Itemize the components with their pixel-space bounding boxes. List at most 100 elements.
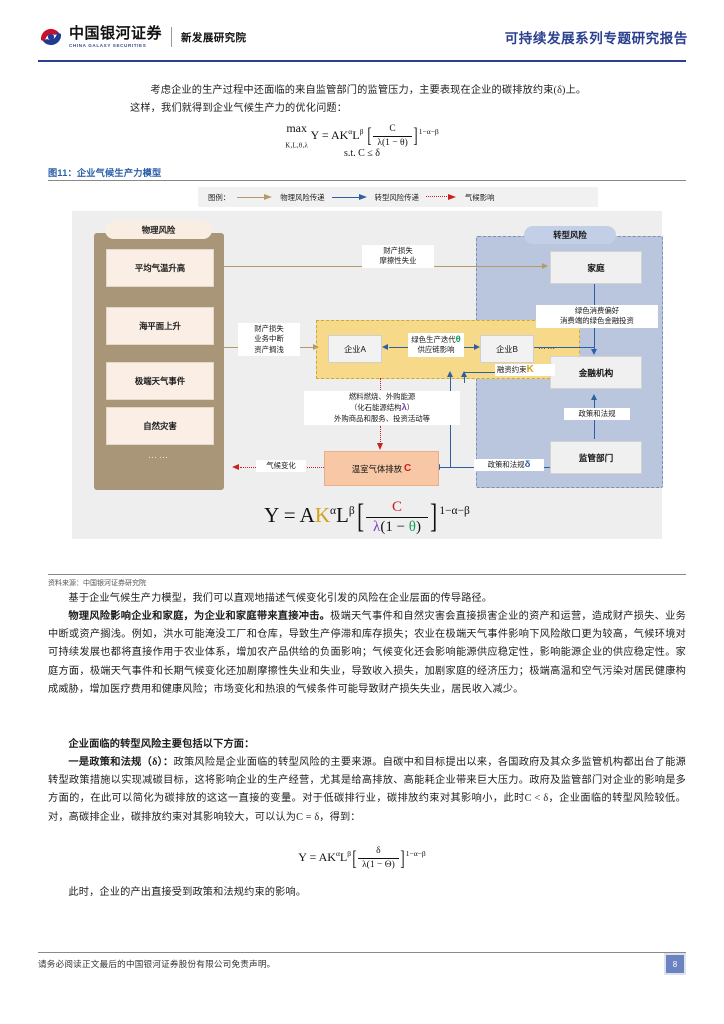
legend-item-climate: 气候影响 — [464, 192, 495, 202]
edge-firm-to-emission-upper — [380, 378, 381, 398]
brand-sub-name: 新发展研究院 — [181, 31, 247, 44]
edge-label-financing-constraint: 融资约束K — [495, 364, 555, 377]
firm-label-line3: 资产搁浅 — [254, 344, 284, 354]
report-series-title: 可持续发展系列专题研究报告 — [504, 31, 688, 46]
denominator: λ(1 − θ) — [373, 137, 411, 149]
green-pref-line2: 消费端的绿色金融投资 — [560, 316, 634, 326]
hh-label-line1: 财产损失 — [383, 246, 413, 255]
edge-label-household-impact: 财产损失 摩擦性失业 — [362, 245, 434, 268]
formula-lhs: Y = AK — [310, 127, 349, 142]
bf-den-close: ) — [391, 859, 395, 870]
body-paragraph-4: 一是政策和法规（δ）：政策风险是企业面临的转型风险的主要来源。自碳中和目标提出以… — [48, 754, 686, 827]
alpha-exp: α — [348, 126, 353, 136]
arrowhead-firm-a — [313, 343, 319, 350]
edge-household-to-firm-b — [516, 347, 594, 349]
figure-legend: 图例： 物理风险传递 转型风险传递 气候影响 — [198, 187, 598, 207]
constraint-formula: s.t. C ≤ δ — [343, 148, 381, 159]
arrowhead-firm-a-green — [382, 343, 388, 350]
financing-var-k: K — [526, 364, 534, 375]
body-paragraph-5: 此时，企业的产出直接受到政策和法规约束的影响。 — [48, 884, 686, 902]
formula-left-bracket: [ — [356, 498, 364, 536]
firm-a-box: 企业A — [328, 335, 382, 363]
edge-green-to-firm-a — [389, 347, 417, 349]
formula-beta: β — [348, 505, 355, 518]
edge-climate-to-physical — [240, 467, 256, 468]
body-paragraph-1: 基于企业气候生产力模型，我们可以直观地描述气候变化引发的风险在企业层面的传导路径… — [48, 590, 686, 608]
edge-label-firm-impact: 财产损失 业务中断 资产搁浅 — [238, 323, 300, 357]
formula-right-bracket: ] — [430, 498, 438, 536]
physical-risk-item-natural-disaster: 自然灾害 — [106, 407, 214, 445]
bf-denominator: λ(1 − Θ) — [358, 859, 399, 871]
hh-label-line2: 摩擦性失业 — [379, 256, 417, 266]
firm-b-box: 企业B — [480, 335, 534, 363]
edge-label-policy-financial: 政策和法规 — [564, 408, 630, 421]
body-p3-text: 企业面临的转型风险主要包括以下方面： — [68, 739, 255, 750]
diagram-canvas: 物理风险 平均气温升高 海平面上升 极端天气事件 自然灾害 …… 转型风险 家庭… — [72, 211, 663, 539]
edge-label-green-production: 绿色生产迭代θ 供应链影响 — [408, 333, 464, 357]
edge-label-green-preference: 绿色消费偏好 消费端的绿色金融投资 — [536, 305, 658, 328]
emission-lambda-var: λ — [401, 401, 407, 413]
body-p1-text: 基于企业气候生产力模型，我们可以直观地描述气候变化引发的风险在企业层面的传导路径… — [68, 593, 493, 604]
arrowhead-financial-inst — [590, 349, 597, 355]
edge-label-policy-firm: 政策和法规δ — [474, 459, 544, 472]
firm-ellipsis: …… — [538, 342, 556, 351]
body-paragraph-3: 企业面临的转型风险主要包括以下方面： — [48, 736, 686, 754]
edge-k-riser-seg — [464, 377, 466, 383]
formula-lambda: λ — [373, 518, 381, 535]
bf-left-bracket: [ — [352, 845, 357, 870]
green-pref-line1: 绿色消费偏好 — [574, 306, 620, 315]
formula-theta: θ — [408, 518, 416, 535]
brand-logo: 中国银河证券 CHINA GALAXY SECURITIES 新发展研究院 — [38, 24, 246, 50]
body-p5-text: 此时，企业的产出直接受到政策和法规约束的影响。 — [68, 887, 307, 898]
figure-top-rule — [48, 180, 686, 181]
transition-box-household: 家庭 — [550, 251, 642, 284]
brand-divider — [171, 27, 173, 47]
formula-den-close: ) — [415, 518, 421, 535]
figure-title: 图11：企业气候生产力模型 — [48, 168, 162, 178]
physical-risk-tag: 物理风险 — [105, 221, 212, 239]
arrowhead-firm-b-green — [474, 343, 480, 350]
labor-var: L — [352, 127, 360, 142]
formula-main-lhs: Y = A — [264, 503, 315, 528]
physical-risk-item-sealevel: 海平面上升 — [106, 307, 214, 345]
arrowhead-household — [542, 262, 548, 269]
financing-label: 融资约束 — [497, 365, 527, 374]
edge-constraint-left — [478, 372, 496, 374]
green-theta-var: θ — [455, 333, 461, 344]
firm-label-line2: 业务中断 — [254, 334, 284, 344]
brand-name-cn: 中国银河证券 — [69, 25, 163, 42]
body-p2-rest: 极端天气事件和自然灾害会直接损害企业的资产和运营，造成财产损失、业务中断或资产搁… — [48, 611, 686, 695]
ghg-label: 温室气体排放 — [351, 463, 402, 474]
bf-den-mid: (1 − — [366, 859, 385, 870]
legend-item-transition: 转型风险传递 — [374, 192, 419, 202]
bf-lhs: Y = AK — [298, 849, 336, 864]
right-bracket: ] — [413, 123, 418, 148]
legend-item-physical: 物理风险传递 — [280, 192, 325, 202]
galaxy-logo-icon — [38, 24, 64, 50]
edge-emission-to-climate-right — [302, 467, 324, 468]
emission-line3: 外购商品和服务、投资活动等 — [333, 413, 431, 423]
emission-line2-pre: （化石能源结构 — [349, 403, 402, 413]
left-bracket: [ — [367, 123, 373, 148]
physical-risk-ellipsis: …… — [148, 450, 170, 460]
outer-exponent: 1−α−β — [418, 126, 439, 136]
beta-exp: β — [359, 126, 364, 136]
edge-label-emission-sources: 燃料燃烧、外购能源 （化石能源结构λ） 外购商品和服务、投资活动等 — [304, 391, 460, 426]
max-subscript: K,L,θ,λ — [285, 142, 309, 150]
formula-capital-k: K — [314, 503, 330, 528]
edge-constraint-turn — [464, 372, 478, 374]
body-paragraph-2: 物理风险影响企业和家庭，为企业和家庭带来直接冲击。极端天气事件和自然灾害会直接损… — [48, 608, 686, 699]
transition-box-regulator: 监管部门 — [550, 441, 642, 474]
physical-risk-item-temperature: 平均气温升高 — [106, 249, 214, 287]
arrowhead-financial-policy — [590, 394, 597, 400]
policy-firm-label: 政策和法规 — [487, 460, 525, 469]
body-p4-lead: 一是政策和法规（δ）： — [68, 757, 174, 768]
emission-line1: 燃料燃烧、外购能源 — [348, 392, 416, 401]
formula-denominator: λ(1 − θ) — [366, 518, 428, 536]
